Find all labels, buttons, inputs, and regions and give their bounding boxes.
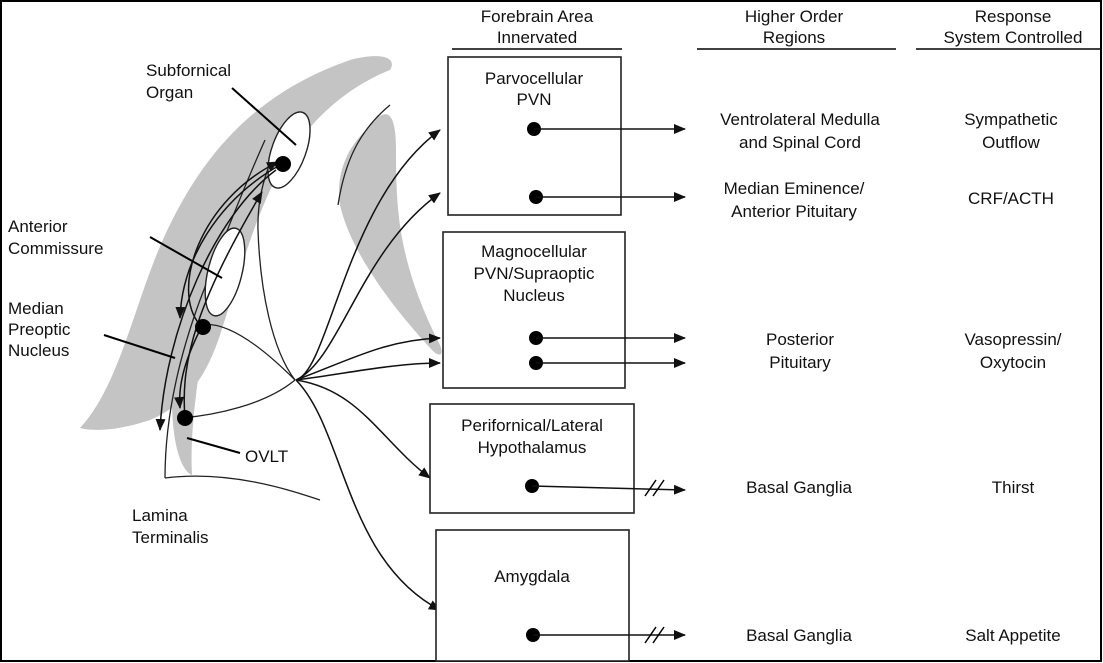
- arrow-to-perifornical: [296, 380, 430, 478]
- label-lamina-line2: Terminalis: [132, 528, 209, 547]
- mnpo-nucleus-dot: [195, 319, 211, 335]
- pointer-ovlt: [187, 438, 240, 453]
- box-parvocellular-line1: Parvocellular: [485, 69, 584, 88]
- box-magnocellular-line3: Nucleus: [503, 286, 564, 305]
- header-forebrain-line2: Innervated: [497, 28, 577, 47]
- region-basal-ganglia-1: Basal Ganglia: [746, 478, 852, 497]
- region-posterior-pituitary-line2: Pituitary: [769, 353, 831, 372]
- region-ventrolateral-line2: and Spinal Cord: [739, 133, 861, 152]
- arrow-to-amygdala: [296, 380, 440, 610]
- shaded-lamina-strip: [172, 335, 201, 475]
- header-response-line2: System Controlled: [944, 28, 1083, 47]
- box-perifornical-line1: Perifornical/Lateral: [461, 416, 603, 435]
- response-vasopressin-line2: Oxytocin: [980, 353, 1046, 372]
- region-basal-ganglia-2: Basal Ganglia: [746, 626, 852, 645]
- box-amygdala-label: Amygdala: [494, 567, 570, 586]
- response-crf-acth: CRF/ACTH: [968, 189, 1054, 208]
- label-commissure-line2: Commissure: [8, 239, 103, 258]
- label-commissure-line1: Anterior: [8, 217, 68, 236]
- region-ventrolateral-line1: Ventrolateral Medulla: [720, 110, 880, 129]
- label-preoptic-line1: Median: [8, 299, 64, 318]
- region-median-eminence-line2: Anterior Pituitary: [731, 202, 857, 221]
- sfo-nucleus-dot: [275, 156, 291, 172]
- lamina-terminalis-drawing: [80, 56, 442, 500]
- header-forebrain-line1: Forebrain Area: [481, 7, 594, 26]
- label-ovlt: OVLT: [245, 447, 288, 466]
- label-subfornical-line1: Subfornical: [146, 61, 231, 80]
- box-magnocellular-line1: Magnocellular: [481, 242, 587, 261]
- region-median-eminence-line1: Median Eminence/: [724, 179, 865, 198]
- response-salt-appetite: Salt Appetite: [965, 626, 1060, 645]
- region-posterior-pituitary-line1: Posterior: [766, 330, 834, 349]
- response-thirst: Thirst: [992, 478, 1035, 497]
- ovlt-tract: [182, 380, 295, 418]
- label-preoptic-line2: Preoptic: [8, 320, 71, 339]
- ventral-outline: [165, 476, 320, 500]
- response-vasopressin-line1: Vasopressin/: [964, 330, 1061, 349]
- box-perifornical-line2: Hypothalamus: [478, 438, 587, 457]
- header-higher-order-line1: Higher Order: [745, 7, 844, 26]
- box-magnocellular-line2: PVN/Supraoptic: [474, 264, 595, 283]
- header-higher-order-line2: Regions: [763, 28, 825, 47]
- label-lamina-line1: Lamina: [132, 506, 188, 525]
- arrow-to-magno-upper: [296, 338, 440, 380]
- header-response-line1: Response: [975, 7, 1052, 26]
- box-parvocellular-line2: PVN: [517, 90, 552, 109]
- label-subfornical-line2: Organ: [146, 83, 193, 102]
- ovlt-nucleus-dot: [177, 410, 193, 426]
- label-preoptic-line3: Nucleus: [8, 341, 69, 360]
- response-sympathetic-line2: Outflow: [982, 133, 1040, 152]
- response-sympathetic-line1: Sympathetic: [964, 110, 1058, 129]
